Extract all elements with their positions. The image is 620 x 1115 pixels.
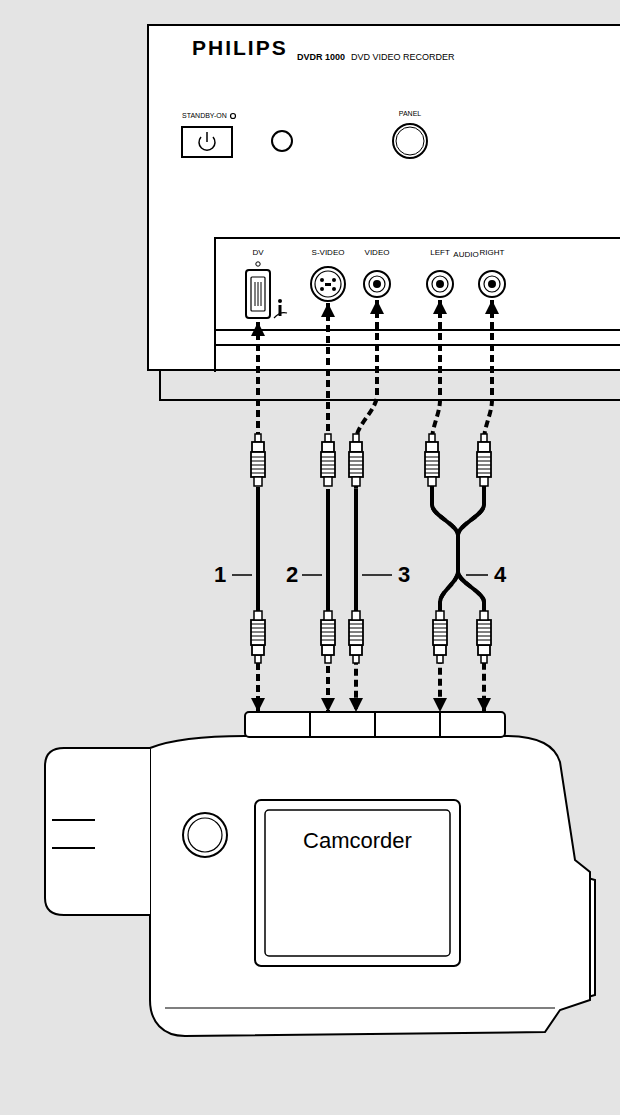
cable-plug — [349, 611, 363, 663]
dv-socket: DV — [236, 248, 280, 322]
cable-plug — [425, 434, 439, 486]
lens-barrel — [52, 847, 95, 849]
socket-label: LEFT — [430, 248, 450, 257]
cable-connector — [432, 300, 458, 712]
camcorder-buttons — [310, 712, 440, 737]
camcorder-body — [150, 736, 590, 1036]
camcorder: Camcorder — [35, 712, 600, 1042]
video-socket — [364, 271, 390, 297]
lcd-screen — [265, 810, 450, 956]
cable-plug — [321, 611, 335, 663]
product-type: DVD VIDEO RECORDER — [351, 52, 455, 62]
cable-plug — [433, 611, 447, 663]
connector-group — [258, 300, 492, 712]
dvd-recorder: PHILIPS DVDR 1000 DVD VIDEO RECORDER DV S-VI… — [148, 25, 620, 400]
callout-number: 4 — [494, 562, 506, 587]
cable-body — [256, 489, 260, 613]
audio-right-socket — [479, 271, 505, 297]
svideo-socket — [311, 267, 345, 301]
lens-barrel — [52, 819, 95, 821]
panel-button — [393, 124, 427, 158]
cable-plug — [477, 434, 491, 486]
recorder-housing — [148, 25, 620, 370]
device-name: Camcorder — [265, 828, 450, 853]
socket-label: DV — [252, 248, 263, 257]
dv-socket — [246, 270, 270, 318]
button-label: PANEL — [399, 110, 421, 118]
svideo-socket — [315, 271, 341, 297]
dv-led — [256, 262, 260, 266]
panel-button — [396, 127, 424, 155]
panel-edge — [215, 344, 620, 346]
svideo-pins — [320, 278, 336, 291]
lens-barrel — [45, 748, 150, 915]
sensor-window — [272, 131, 292, 151]
socket-label: AUDIO — [453, 250, 478, 259]
dv-socket — [251, 277, 265, 311]
ilink-symbol — [278, 299, 282, 303]
audio-right-socket — [489, 281, 495, 287]
leader-line — [302, 574, 322, 576]
power-symbol — [206, 132, 208, 142]
audio-left-socket — [432, 276, 448, 292]
standby-led — [231, 114, 236, 119]
recorder-drawing — [148, 25, 620, 400]
audio-right-socket — [484, 276, 500, 292]
video-socket — [369, 276, 385, 292]
socket-label: VIDEO — [365, 248, 390, 257]
leader-line — [232, 574, 252, 576]
cable-plug — [251, 434, 265, 486]
socket-label: RIGHT — [480, 248, 505, 257]
video-socket — [374, 281, 380, 287]
lcd-screen — [255, 800, 460, 966]
cable-plug — [251, 611, 265, 663]
recorder-base — [160, 370, 620, 400]
cable-details — [232, 300, 492, 712]
callout-number: 2 — [286, 562, 298, 587]
model-number: DVDR 1000 — [297, 52, 345, 62]
standby-button — [182, 127, 232, 157]
audio-left-socket: LEFT — [425, 248, 455, 300]
leader-line — [362, 574, 392, 576]
dv-pins — [255, 282, 261, 306]
cable-body — [356, 489, 377, 613]
camcorder-drawing — [45, 712, 595, 1036]
camcorder-buttons — [245, 712, 505, 737]
audio-left-socket — [437, 281, 443, 287]
lens — [188, 818, 222, 852]
cable-plug — [321, 434, 335, 486]
cable-plug — [349, 434, 363, 486]
callout-number: 3 — [398, 562, 410, 587]
video-socket: VIDEO — [357, 248, 397, 300]
panel-edge — [214, 330, 216, 372]
cable-plug — [477, 611, 491, 663]
button-label: STANDBY-ON — [182, 112, 227, 120]
brand-logo: PHILIPS — [192, 36, 288, 60]
callout-number: 1 — [214, 562, 226, 587]
front-panel-recess — [215, 238, 620, 330]
cable-body — [458, 489, 492, 613]
cable-body — [326, 489, 330, 613]
ilink-symbol — [274, 313, 287, 318]
svideo-socket: S-VIDEO — [300, 248, 356, 303]
cable-connector — [458, 300, 492, 712]
cable-body — [432, 489, 458, 613]
leader-line — [466, 574, 488, 576]
audio-left-socket — [427, 271, 453, 297]
lens — [183, 813, 227, 857]
socket-label: S-VIDEO — [312, 248, 345, 257]
audio-right-socket: RIGHT — [477, 248, 507, 300]
camcorder-body — [165, 1007, 555, 1008]
